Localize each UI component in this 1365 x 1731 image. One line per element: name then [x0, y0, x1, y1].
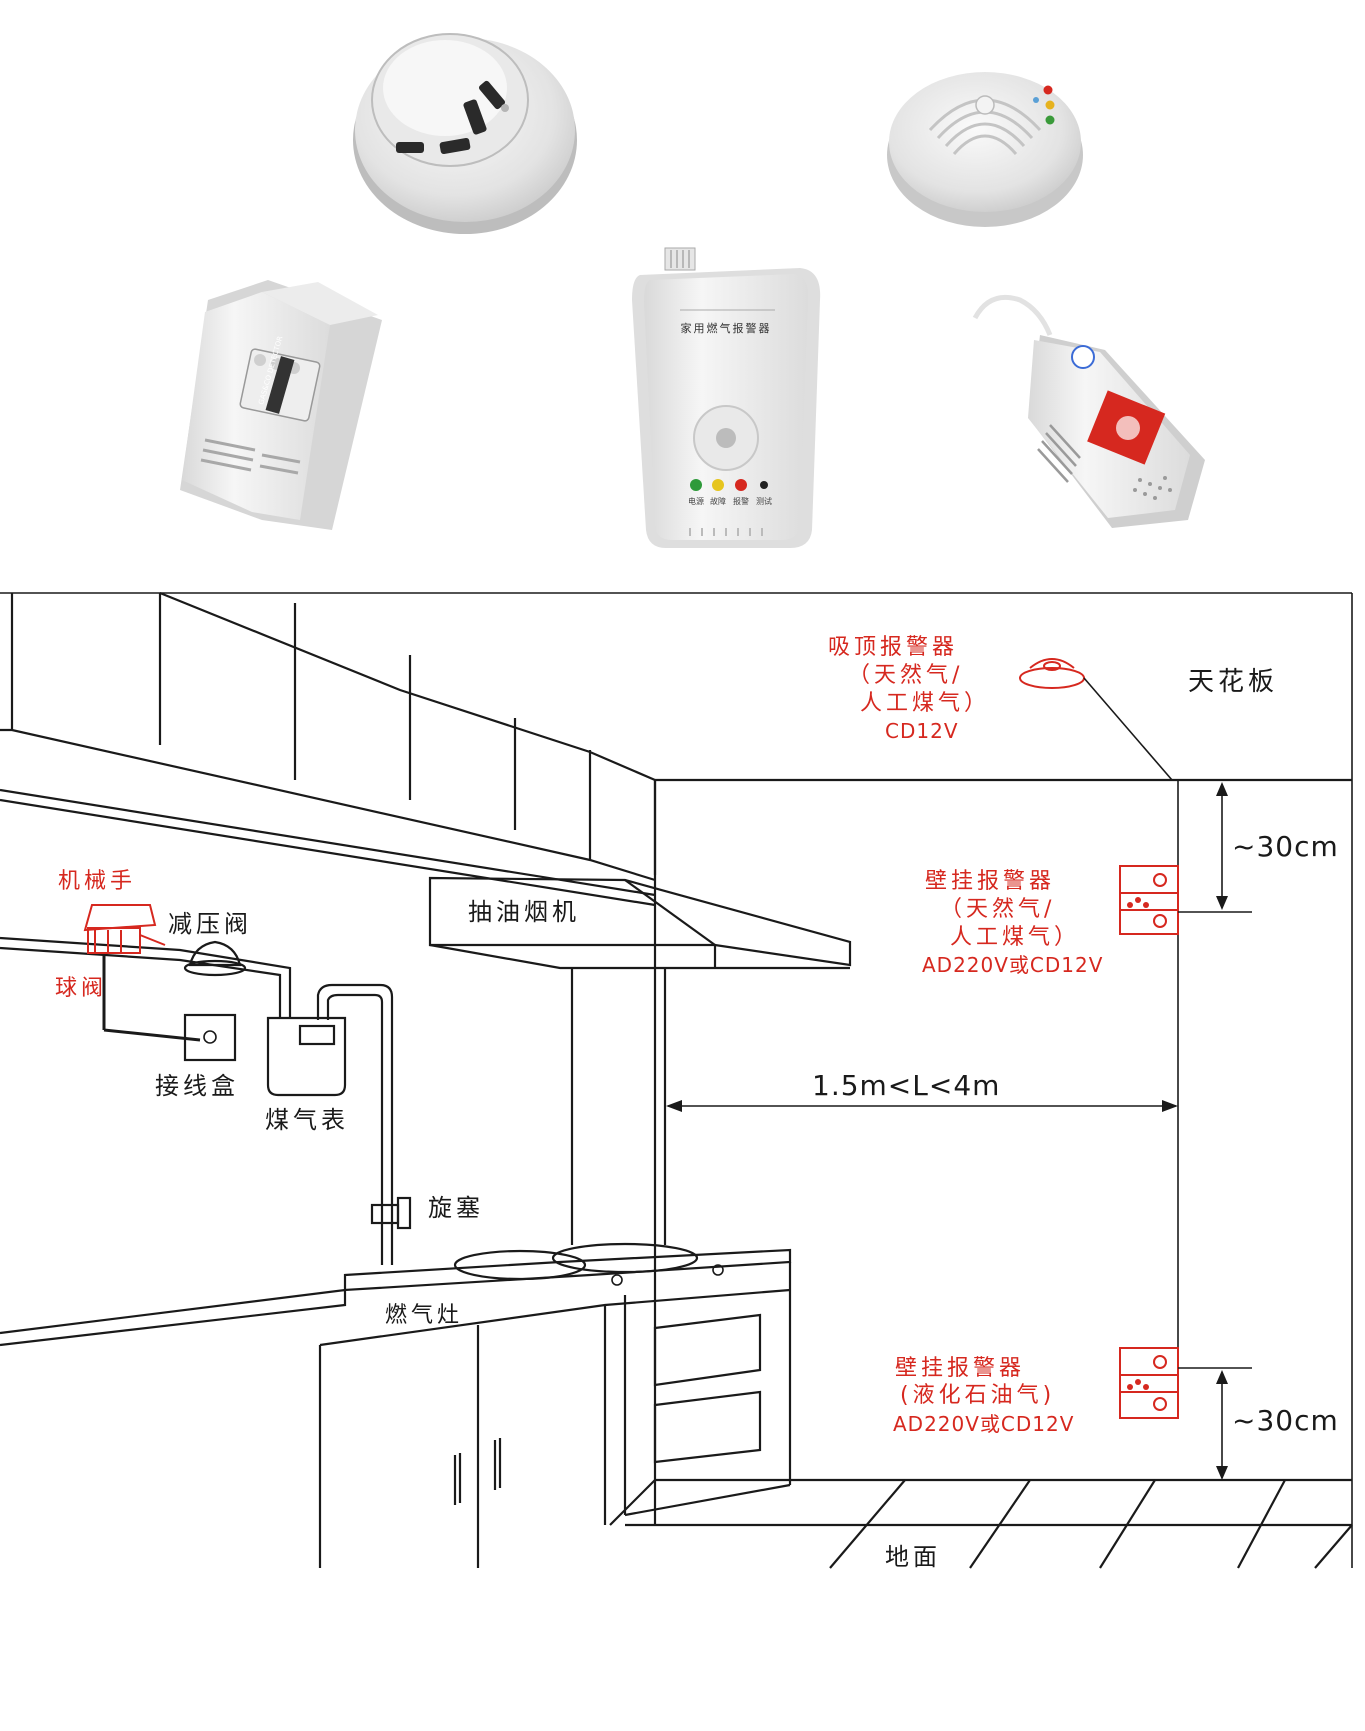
ceiling-detector-line4: CD12V — [885, 719, 959, 743]
ball-valve-label: 球阀 — [55, 976, 107, 1001]
wall-detector-top-symbol — [1119, 865, 1179, 935]
wall-top-line3: 人工煤气） — [950, 925, 1080, 950]
pressure-reducing-valve — [183, 940, 247, 977]
device4-led-test: 测试 — [756, 496, 772, 506]
back-wall — [653, 778, 1352, 1525]
wall-bottom-line1: 壁挂报警器 — [895, 1356, 1025, 1381]
dimension-horizontal — [666, 1100, 1178, 1112]
device4-title: 家用燃气报警器 — [681, 321, 772, 335]
dimension-top — [1178, 782, 1252, 913]
range-hood — [428, 876, 852, 1245]
ceiling-detector-symbol — [1019, 658, 1173, 781]
gas-meter — [266, 1016, 347, 1097]
ceiling-detector-line3: 人工煤气） — [860, 691, 990, 716]
wall-top-line4: AD220V或CD12V — [922, 953, 1103, 977]
floor — [609, 1479, 1353, 1569]
device4-led-alarm: 报警 — [733, 496, 749, 506]
wall-bottom-line2: (液化石油气) — [900, 1383, 1055, 1408]
range-hood-label: 抽油烟机 — [468, 898, 580, 926]
wall-detector-product-4: 家用燃气报警器 电源 故障 报警 测试 — [632, 247, 821, 548]
gas-pipe — [0, 936, 394, 1265]
wall-detector-product-5 — [972, 294, 1205, 528]
wall-detector-bottom-symbol — [1119, 1347, 1179, 1419]
ceiling-label: 天花板 — [1188, 667, 1278, 697]
wall-bottom-line3: AD220V或CD12V — [893, 1412, 1074, 1436]
stove — [343, 1242, 792, 1292]
plug-valve — [370, 1196, 412, 1230]
ceiling-detector-product-1 — [353, 33, 577, 234]
wall-top-line1: 壁挂报警器 — [925, 869, 1055, 894]
manipulator-valve — [83, 904, 201, 1042]
ceiling-detector-product-2 — [887, 72, 1083, 227]
diagram-frame — [0, 592, 1353, 1568]
device4-led-power: 电源 — [688, 496, 704, 506]
gas-stove-label: 燃气灶 — [385, 1303, 463, 1328]
wall-top-line2: （天然气/ — [940, 897, 1055, 922]
device4-led-fault: 故障 — [710, 496, 726, 506]
junction-box — [183, 1013, 237, 1062]
counter-cabinets — [0, 1262, 792, 1568]
dim-top-label: ~30cm — [1232, 830, 1339, 863]
wall-detector-product-3: GAS&CO DETECTOR — [180, 280, 382, 530]
dim-horizontal-label: 1.5m<L<4m — [812, 1069, 1000, 1102]
gas-meter-label: 煤气表 — [265, 1106, 349, 1134]
dim-bottom-label: ~30cm — [1232, 1404, 1339, 1437]
pressure-valve-label: 减压阀 — [168, 910, 252, 938]
installation-diagram: 抽油烟机 燃气灶 — [0, 591, 1353, 1571]
floor-label: 地面 — [885, 1543, 941, 1571]
upper-cabinets — [0, 591, 657, 907]
plug-valve-label: 旋塞 — [428, 1194, 484, 1222]
ceiling-detector-line1: 吸顶报警器 — [828, 635, 958, 660]
junction-box-label: 接线盒 — [155, 1072, 239, 1100]
manipulator-label: 机械手 — [58, 869, 136, 894]
ceiling-detector-line2: （天然气/ — [848, 663, 963, 688]
dimension-bottom — [1178, 1367, 1252, 1480]
